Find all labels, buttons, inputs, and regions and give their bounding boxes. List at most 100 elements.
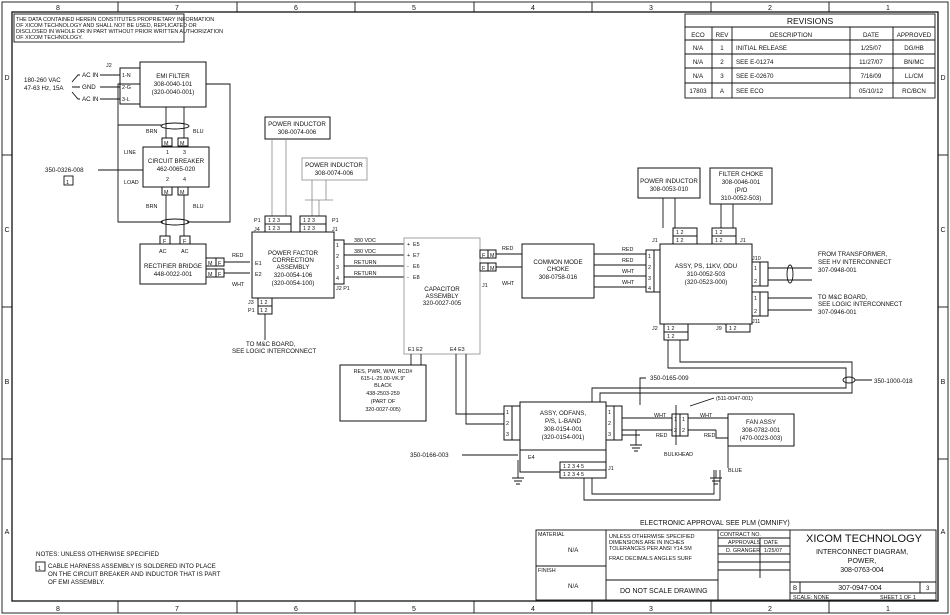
general-notes: NOTES: UNLESS OTHERWISE SPECIFIED 1 CABL… <box>35 551 221 586</box>
choke-name: CHOKE <box>547 266 569 273</box>
fan-name: FAN ASSY <box>746 419 776 426</box>
zone-col-label: 3 <box>649 606 653 613</box>
odu-ps-pn: (320-0154-001) <box>542 434 585 441</box>
connector-label: J4 <box>254 227 260 233</box>
wire-label-brn: BRN <box>146 204 157 210</box>
zone-col-label: 1 <box>886 5 890 12</box>
connector-label: P1 <box>254 218 261 224</box>
wire-label-wht: WHT <box>622 269 635 275</box>
svg-text:2: 2 <box>506 421 509 427</box>
zone-col-label: 5 <box>412 606 416 613</box>
svg-text:1: 1 <box>608 410 611 416</box>
svg-text:F: F <box>218 261 222 267</box>
wire-label-red: RED <box>704 433 715 439</box>
cap-terminal: E5 <box>413 242 420 248</box>
svg-text:J1: J1 <box>482 283 488 289</box>
tb-size: B <box>793 585 797 592</box>
tb-do-not-scale: DO NOT SCALE DRAWING <box>620 588 708 595</box>
wire-label-wht: WHT <box>700 413 713 419</box>
bulkhead-label: BULKHEAD <box>664 452 693 458</box>
fan-pn: 308-0782-001 <box>742 427 781 434</box>
svg-text:J2 P1: J2 P1 <box>336 286 350 292</box>
zone-row-label: B <box>941 379 946 386</box>
ac-in-label: AC IN <box>82 72 99 79</box>
tb-contract: CONTRACT NO. <box>720 532 761 538</box>
tb-tolerance: UNLESS OTHERWISE SPECIFIED <box>609 534 695 540</box>
logic-note-line: SEE LOGIC INTERCONNECT <box>232 348 316 355</box>
inductor-name: POWER INDUCTOR <box>305 162 363 169</box>
connector-label: J1 <box>608 466 614 472</box>
rev-cell: DG/HB <box>904 45 924 52</box>
input-spec: 180-260 VAC <box>24 77 61 84</box>
svg-text:1: 1 <box>682 417 685 423</box>
svg-text:1: 1 <box>648 254 651 260</box>
inductor-pn: 308-0074-006 <box>278 129 317 136</box>
svg-text:M: M <box>490 253 495 259</box>
pfc-name: POWER FACTOR <box>268 250 319 257</box>
svg-text:1 2: 1 2 <box>715 230 723 236</box>
pfc-pn: 320-0054-106 <box>274 272 313 279</box>
emi-to-breaker-wires: BRN BLU <box>117 83 231 223</box>
connector-label: J9 <box>716 326 722 332</box>
tb-finish-value: N/A <box>568 583 579 590</box>
svg-text:J1: J1 <box>740 238 746 244</box>
svg-text:1 2 3: 1 2 3 <box>268 226 280 232</box>
tb-approvals: APPROVALS <box>728 540 761 546</box>
proprietary-line: OF XICOM TECHNOLOGY AND SHALL NOT BE USE… <box>16 23 197 29</box>
rev-cell: SEE E-02670 <box>736 73 774 80</box>
power-inductor-3: POWER INDUCTOR 308-0053-010 <box>637 167 701 228</box>
emi-filter-pn: (320-0040-001) <box>152 89 195 96</box>
pfc-top-connectors: 1 2 31 2 3 P1 J4 1 2 31 2 3 P1 J1 <box>254 215 339 233</box>
mc-board-note: TO M&C BOARD, SEE LOGIC INTERCONNECT 307… <box>768 294 902 316</box>
svg-text:1: 1 <box>674 417 677 423</box>
svg-text:2: 2 <box>336 254 339 260</box>
capacitor-assembly: + E5 + E7 - E6 - E8 CAPACITOR ASSEMBLY 3… <box>403 237 481 355</box>
resistor-line: 615-L-25.00-VK.9" <box>361 376 406 382</box>
resistor-line: (PART OF <box>371 399 396 405</box>
revisions-title: REVISIONS <box>787 16 834 26</box>
wire-label-brn: BRN <box>146 129 157 135</box>
rev-header: REV <box>716 32 730 39</box>
svg-text:F: F <box>163 239 167 245</box>
zone-col-label: 4 <box>531 5 535 12</box>
inductor-name: POWER INDUCTOR <box>640 178 698 185</box>
wire-label-wht: WHT <box>232 282 245 288</box>
svg-text:1 2: 1 2 <box>667 326 675 332</box>
svg-text:+: + <box>407 242 410 248</box>
emi-filter-pn: 308-0040-101 <box>154 81 193 88</box>
filter-choke-name: FILTER CHOKE <box>719 171 764 178</box>
cap-pn: 320-0027-005 <box>423 300 462 307</box>
svg-text:M: M <box>164 190 169 196</box>
pfc-to-capacitor-wires: 380 VDC 380 VDC RETURN RETURN <box>344 238 410 278</box>
title-block: MATERIAL N/A FINISH N/A UNLESS OTHERWISE… <box>535 529 937 601</box>
svg-text:-: - <box>407 264 409 270</box>
svg-text:+: + <box>407 253 410 259</box>
svg-text:1: 1 <box>336 243 339 249</box>
wire-label-red: RED <box>656 433 667 439</box>
wire-label-red: RED <box>622 247 633 253</box>
tb-material-value: N/A <box>568 547 579 554</box>
rev-cell: N/A <box>693 73 704 80</box>
wire-label-380v: 380 VDC <box>354 249 376 255</box>
common-mode-choke: COMMON MODE CHOKE 308-0758-016 RED RED W… <box>521 243 646 299</box>
zone-col-label: 5 <box>412 5 416 12</box>
cap-name: ASSEMBLY <box>426 293 459 300</box>
svg-text:1 2: 1 2 <box>715 238 723 244</box>
rev-cell: A <box>720 88 725 95</box>
mc-note-line: TO M&C BOARD, <box>818 294 868 301</box>
power-inductor-1: POWER INDUCTOR 308-0074-006 <box>264 116 331 216</box>
zone-col-label: 2 <box>768 5 772 12</box>
cb-name: CIRCUIT BREAKER <box>148 158 205 165</box>
drawing-title: INTERCONNECT DIAGRAM, <box>816 549 908 556</box>
rectifier-name: RECTIFIER BRIDGE <box>144 263 202 270</box>
cb-pn: 462-0065-020 <box>157 166 196 173</box>
inductor-pn: 308-0053-010 <box>650 186 689 193</box>
rev-cell: LL/CM <box>905 73 923 80</box>
part-label: 350-0165-009 <box>650 375 689 382</box>
svg-text:2: 2 <box>608 421 611 427</box>
rev-cell: 05/10/12 <box>859 88 884 95</box>
